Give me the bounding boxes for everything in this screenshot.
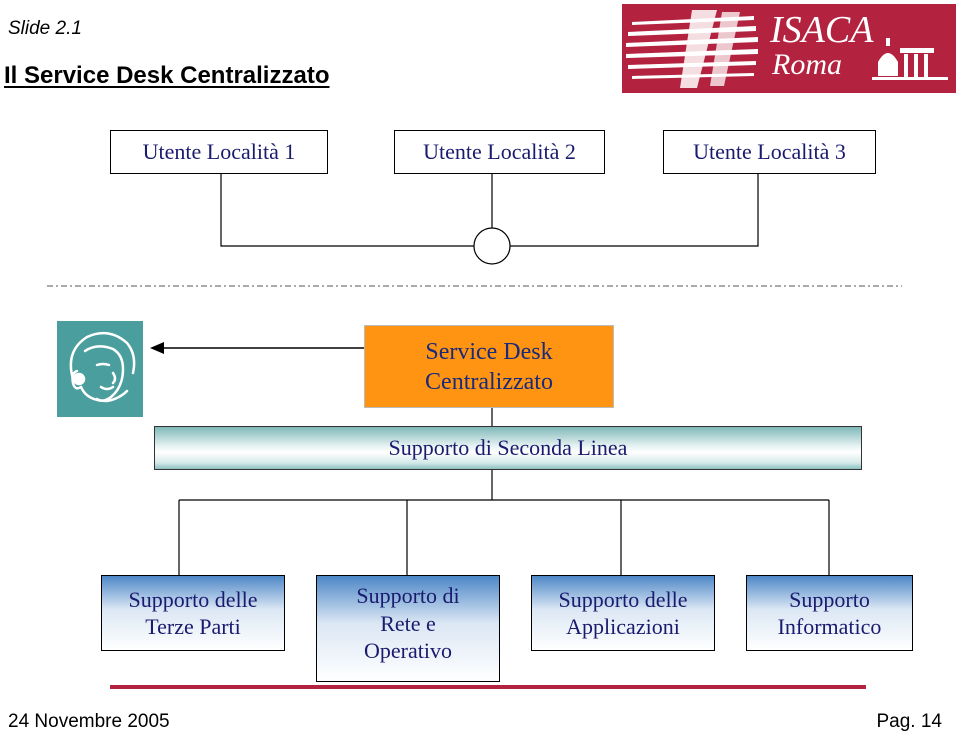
slide-title: Il Service Desk Centralizzato [4,62,330,89]
logo-text-roma: Roma [771,48,842,81]
logo-stripes [626,10,758,88]
user-location-1-box: Utente Località 1 [110,130,328,174]
user-connectors [220,174,759,265]
footer-date: 24 Novembre 2005 [8,711,170,732]
support-box-1-line1: Supporto delle [128,586,258,612]
junction-node [473,227,511,265]
footer-page-number: Pag. 14 [876,711,943,732]
service-desk-box: Service Desk Centralizzato [364,325,614,408]
support-box-2-line3: Operativo [364,638,452,663]
arrow-to-operator [150,342,364,354]
service-desk-line1: Service Desk [425,338,553,365]
support-box-3-line2: Applicazioni [566,614,680,639]
support-box-3-line1: Supporto delle [558,586,688,612]
service-desk-line2: Centralizzato [425,368,553,395]
operator-drawing [69,331,136,403]
support-box-2-line1: Supporto di [356,583,460,608]
support-box-2-line2: Rete e [380,610,436,636]
support-third-parties-box: Supporto delle Terze Parti [101,575,285,651]
second-line-support-bar: Supporto di Seconda Linea [154,426,862,470]
support-box-4-line2: Informatico [777,614,882,639]
support-it-box: Supporto Informatico [746,575,913,651]
slide-number: Slide 2.1 [8,18,82,39]
logo-monument-icon [872,38,948,80]
user-location-3-box: Utente Località 3 [663,130,876,174]
support-connectors [178,470,830,575]
support-applications-box: Supporto delle Applicazioni [531,575,715,651]
headset-operator-icon [57,321,143,417]
support-box-4-line1: Supporto [789,586,870,612]
isaca-roma-logo: ISACA Roma [622,4,956,93]
logo-text-isaca: ISACA [769,9,874,51]
support-network-operations-box: Supporto di Rete e Operativo [316,575,500,682]
logo-graphic: ISACA Roma [626,9,948,88]
support-box-1-line2: Terze Parti [145,614,241,639]
user-location-2-box: Utente Località 2 [394,130,605,174]
